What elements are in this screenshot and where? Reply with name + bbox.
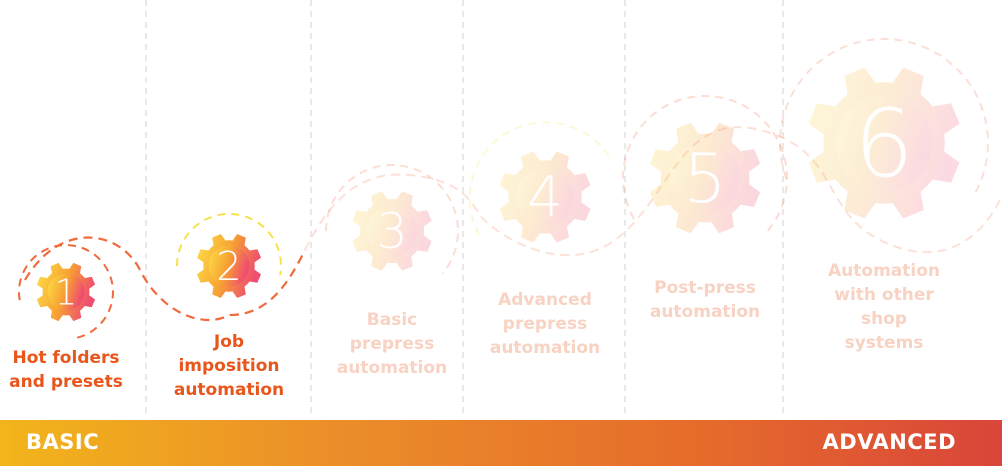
gear-number-5: 5 [683,140,726,219]
gear-number-1: 1 [55,273,78,314]
gear-step-5: 5 [622,94,788,234]
step-label-4: Advanced prepress automation [489,290,601,358]
column-separators [145,0,784,418]
gear-step-1: 1 [18,244,114,340]
step-label-6: Automation with other shop systems [828,261,940,353]
scale-label-basic: BASIC [26,430,100,454]
step-label-3: Basic prepress automation [336,310,448,378]
progress-path-faded [304,126,1001,257]
gear-step-3: 3 [325,164,459,275]
step-label-5: Post-press automation [649,278,761,322]
gear-hub [208,245,250,287]
gear-number-6: 6 [854,90,914,199]
gear-step-4: 4 [468,121,612,243]
gear-hub [515,167,575,227]
gear-number-2: 2 [216,244,241,290]
step-label-2: Job imposition automation [173,332,285,400]
gear-hub [669,142,741,214]
scale-bar [0,420,1002,466]
gear-ring [779,38,989,196]
gear-hub [835,94,933,192]
step-label-1: Hot folders and presets [9,348,123,392]
scale-label-advanced: ADVANCED [822,430,956,454]
gear-hub [47,273,85,311]
gear-hub [366,205,418,257]
gear-ring [176,212,282,276]
gear-step-2: 2 [176,212,282,298]
gear-ring [18,244,114,340]
gear-group: 1 2 3 4 5 6 [18,38,989,340]
gear-number-4: 4 [527,166,563,231]
gear-step-6: 6 [779,38,989,219]
gear-ring [468,121,612,236]
progress-path-active [229,249,306,317]
gear-number-3: 3 [376,203,407,260]
gear-ring [325,164,459,275]
